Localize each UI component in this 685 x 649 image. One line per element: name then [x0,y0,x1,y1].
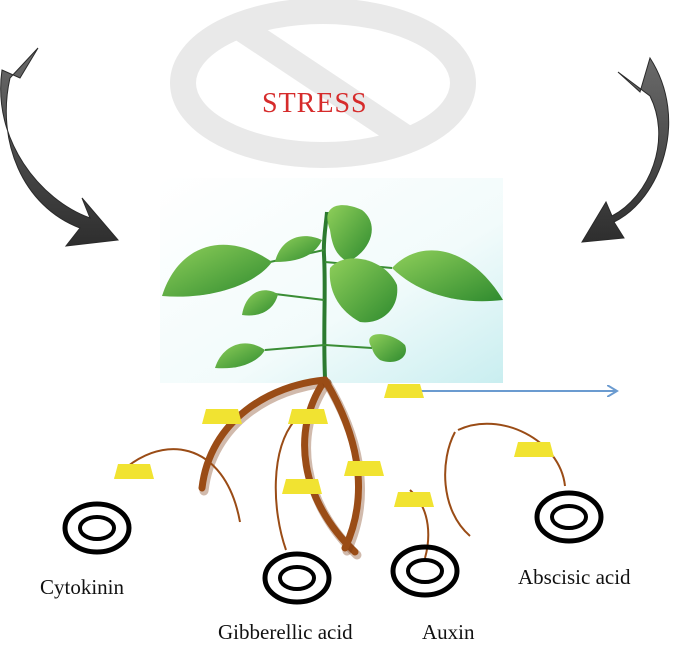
right-curved-arrow [581,56,670,243]
plant-image [160,178,503,383]
abscisic-acid-ring [534,490,604,544]
receptor [288,409,328,424]
gibberellic-acid-ring [262,551,332,605]
leaf [275,236,322,262]
cytokinin-ring [62,501,132,555]
leaf [329,258,398,323]
receptor [394,492,434,507]
hormone-label-gibberellic-acid: Gibberellic acid [218,620,353,644]
leaf [369,334,406,363]
leaf [162,244,272,297]
receptors [114,384,554,507]
receptor [344,461,384,476]
receptor [114,464,154,479]
hormone-label-abscisic-acid: Abscisic acid [518,565,631,589]
left-curved-arrow [0,47,119,247]
receptor [282,479,322,494]
leaf [327,205,372,262]
stress-label: STRESS [262,88,368,119]
root-system [198,376,366,560]
receptor [202,409,242,424]
no-symbol-icon [170,0,476,168]
auxin-ring [390,544,460,598]
receptor [384,384,424,398]
hormone-rings [62,490,604,605]
hormone-label-auxin: Auxin [422,620,475,644]
hormone-label-cytokinin: Cytokinin [40,575,125,599]
receptor [514,442,554,457]
leaf [215,343,265,369]
leaf [392,250,503,302]
leaf [242,290,278,316]
